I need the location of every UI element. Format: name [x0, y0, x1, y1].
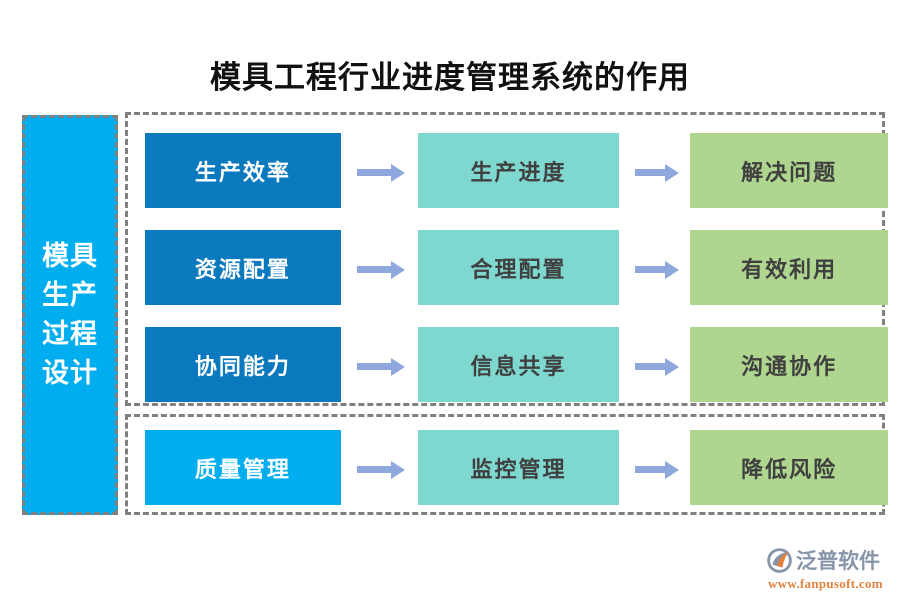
arrow-right-icon [619, 260, 690, 279]
flow-box-stage3[interactable]: 有效利用 [690, 230, 888, 305]
logo-row: 泛普软件 [766, 545, 892, 575]
arrow-shaft [635, 362, 668, 370]
arrow-head [665, 460, 680, 479]
arrow-head [390, 357, 405, 376]
flow-box-stage3[interactable]: 解决问题 [690, 133, 888, 208]
arrow-shaft [356, 362, 393, 370]
arrow-right-icon [341, 460, 418, 479]
arrow-head [665, 260, 680, 279]
flow-box-stage3[interactable]: 降低风险 [690, 430, 888, 505]
arrow-head [390, 460, 405, 479]
arrow-shaft [356, 465, 393, 473]
arrow-head [665, 163, 680, 182]
arrow-head [665, 357, 680, 376]
arrow-right-icon [619, 460, 690, 479]
arrow-right-icon [341, 357, 418, 376]
flow-row: 资源配置 合理配置 有效利用 [128, 230, 888, 305]
flow-box-stage1[interactable]: 质量管理 [145, 430, 341, 505]
flow-row: 质量管理 监控管理 降低风险 [128, 430, 888, 505]
arrow-shaft [635, 168, 668, 176]
page-title: 模具工程行业进度管理系统的作用 [210, 60, 690, 95]
flow-row: 协同能力 信息共享 沟通协作 [128, 327, 888, 402]
main-flow-group: 生产效率 生产进度 解决问题 资源配置 合理配置 有效利用 协同能力 [125, 112, 888, 406]
arrow-shaft [356, 168, 393, 176]
arrow-right-icon [619, 163, 690, 182]
flow-box-stage1[interactable]: 生产效率 [145, 133, 341, 208]
arrow-shaft [356, 265, 393, 273]
flow-box-stage2[interactable]: 合理配置 [417, 230, 620, 305]
fanpu-logo-icon [766, 547, 793, 574]
side-banner-label: 模具生产过程设计 [42, 241, 98, 388]
arrow-right-icon [341, 163, 418, 182]
flow-box-stage1[interactable]: 资源配置 [145, 230, 341, 305]
flow-row: 生产效率 生产进度 解决问题 [128, 133, 888, 208]
arrow-right-icon [619, 357, 690, 376]
arrow-shaft [635, 465, 668, 473]
side-banner: 模具生产过程设计 [22, 115, 118, 515]
brand-logo: 泛普软件 www.fanpusoft.com [766, 545, 892, 593]
arrow-right-icon [341, 260, 418, 279]
logo-brand-text: 泛普软件 [796, 550, 880, 573]
flow-box-stage1[interactable]: 协同能力 [145, 327, 341, 402]
arrow-shaft [635, 265, 668, 273]
flow-box-stage3[interactable]: 沟通协作 [690, 327, 888, 402]
flow-box-stage2[interactable]: 监控管理 [417, 430, 620, 505]
arrow-head [390, 260, 405, 279]
extra-flow-group: 质量管理 监控管理 降低风险 [125, 414, 888, 515]
arrow-head [390, 163, 405, 182]
logo-url-text: www.fanpusoft.com [768, 576, 883, 591]
flow-box-stage2[interactable]: 信息共享 [417, 327, 620, 402]
flow-box-stage2[interactable]: 生产进度 [417, 133, 620, 208]
